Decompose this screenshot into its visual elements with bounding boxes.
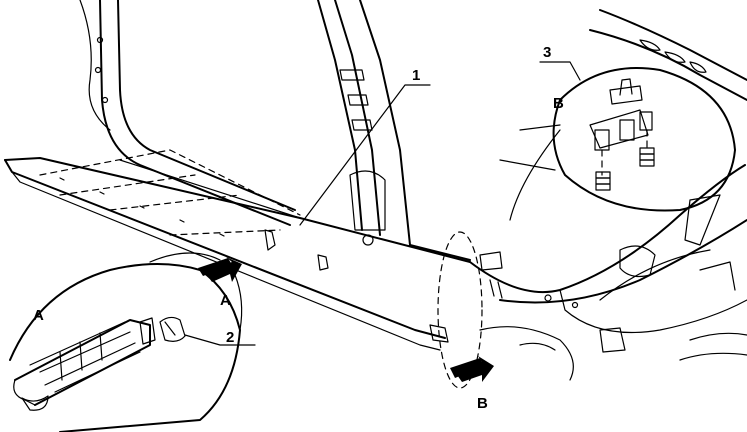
callout-3-label: 3 bbox=[543, 44, 551, 61]
dashed-guides bbox=[39, 149, 301, 236]
fastener-icon bbox=[595, 171, 611, 191]
rear-quarter-panel bbox=[469, 9, 747, 381]
detail-b-circle bbox=[499, 67, 736, 221]
callout-1-label: 1 bbox=[412, 67, 420, 84]
leader-lines bbox=[184, 61, 581, 346]
view-a-label: A bbox=[220, 292, 231, 309]
view-b-label: B bbox=[477, 395, 488, 412]
detail-a-circle bbox=[9, 252, 243, 432]
sill-trim-strip bbox=[4, 157, 471, 351]
callout-2-label: 2 bbox=[226, 329, 234, 346]
fastener-icon bbox=[639, 147, 655, 167]
view-a-arrow-icon bbox=[198, 257, 242, 282]
view-b-arrow-icon bbox=[450, 356, 494, 382]
detail-b-label: B bbox=[553, 95, 564, 112]
retaining-clip-icon bbox=[139, 316, 186, 345]
detail-a-label: A bbox=[33, 307, 44, 324]
clip-body-icon bbox=[589, 109, 649, 149]
detail-b-locator bbox=[437, 231, 483, 389]
